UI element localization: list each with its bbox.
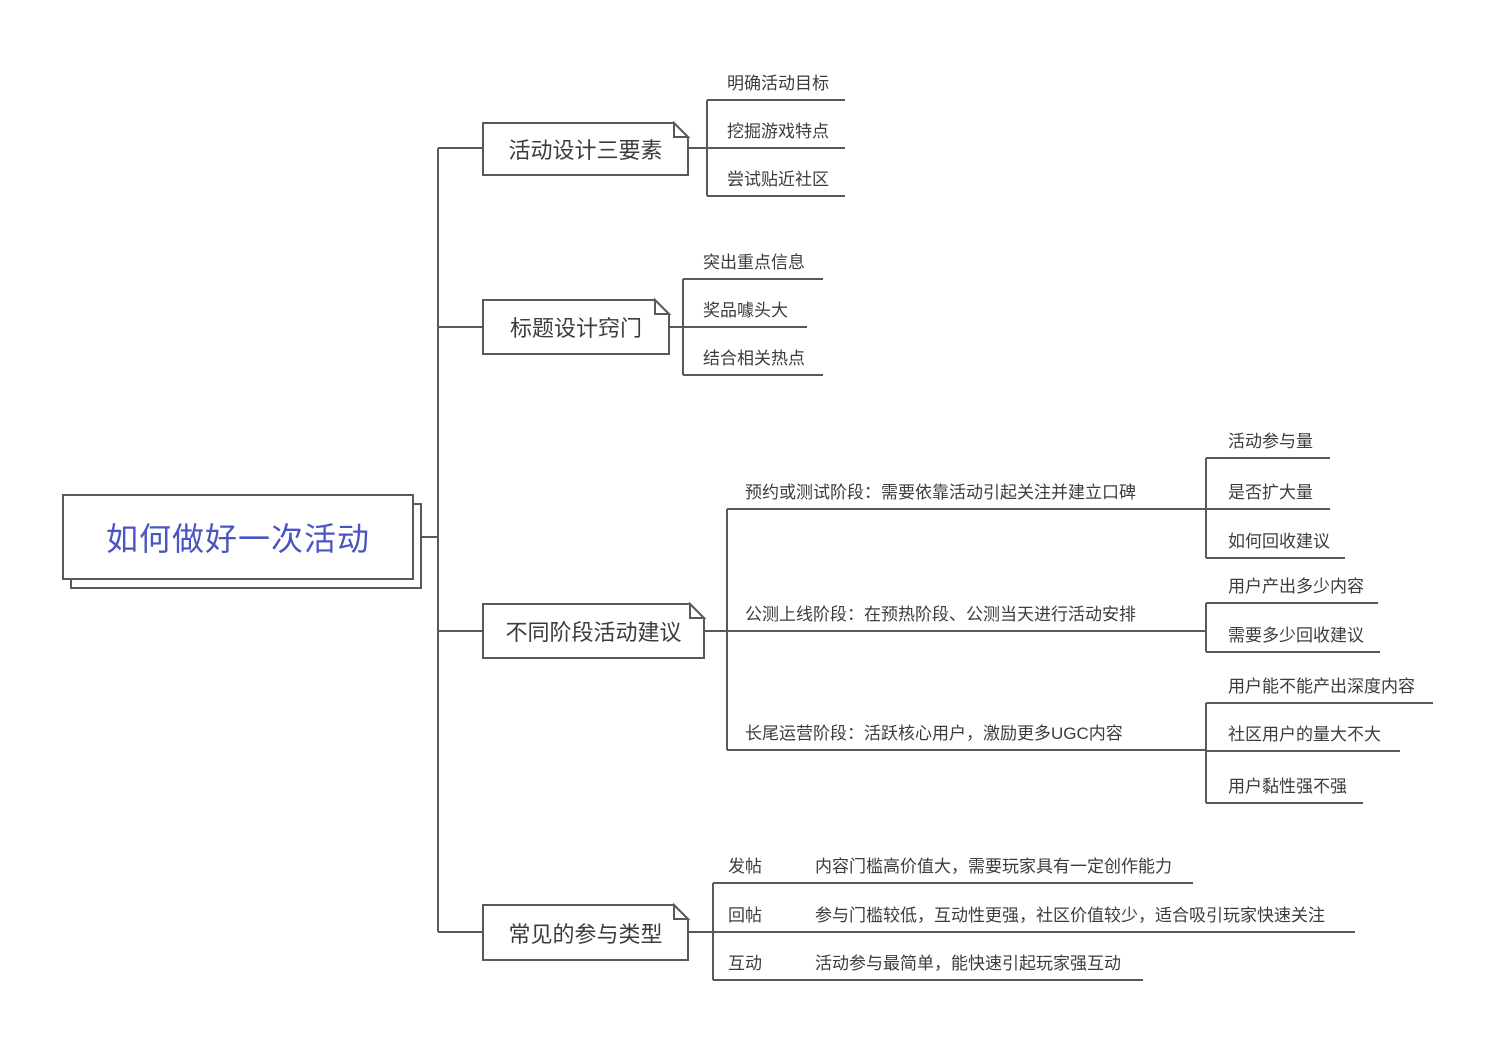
branch-topic-title-design[interactable]: 标题设计窍门 (509, 316, 642, 341)
leaf-topic[interactable]: 用户黏性强不强 (1228, 777, 1347, 796)
leaf-topic-label[interactable]: 互动 (728, 954, 762, 973)
leaf-topic-label[interactable]: 回帖 (728, 906, 762, 925)
leaf-topic-label[interactable]: 发帖 (728, 857, 762, 876)
leaf-topic[interactable]: 明确活动目标 (727, 74, 829, 93)
leaf-topic[interactable]: 社区用户的量大不大 (1228, 725, 1381, 744)
branch-topic-activity-design[interactable]: 活动设计三要素 (508, 138, 663, 163)
leaf-topic[interactable]: 结合相关热点 (703, 349, 805, 368)
folded-corner-icon (654, 297, 672, 315)
root-topic[interactable]: 如何做好一次活动 (105, 521, 370, 557)
branch-topic-stage-advice[interactable]: 不同阶段活动建议 (505, 620, 682, 645)
folded-corner-icon (673, 902, 691, 920)
leaf-topic[interactable]: 用户能不能产出深度内容 (1228, 677, 1415, 696)
subbranch-topic-reservation-stage[interactable]: 预约或测试阶段：需要依靠活动引起关注并建立口碑 (745, 483, 1136, 502)
leaf-topic[interactable]: 活动参与量 (1228, 432, 1313, 451)
root-box[interactable] (62, 494, 414, 580)
subbranch-topic-launch-stage[interactable]: 公测上线阶段：在预热阶段、公测当天进行活动安排 (745, 605, 1136, 624)
branch-box-4[interactable] (482, 904, 689, 961)
folded-corner-icon (689, 601, 707, 619)
folded-corner-icon (673, 120, 691, 138)
leaf-topic-description[interactable]: 内容门槛高价值大，需要玩家具有一定创作能力 (815, 857, 1172, 876)
subbranch-topic-longtail-stage[interactable]: 长尾运营阶段：活跃核心用户，激励更多UGC内容 (745, 724, 1123, 743)
leaf-topic[interactable]: 是否扩大量 (1228, 483, 1313, 502)
leaf-topic[interactable]: 用户产出多少内容 (1228, 577, 1364, 596)
branch-topic-participation-types[interactable]: 常见的参与类型 (508, 921, 663, 947)
leaf-topic[interactable]: 尝试贴近社区 (727, 170, 829, 189)
leaf-topic[interactable]: 挖掘游戏特点 (727, 122, 829, 141)
leaf-topic-description[interactable]: 活动参与最简单，能快速引起玩家强互动 (815, 954, 1121, 973)
topic-boxes (62, 120, 707, 961)
leaf-topic-description[interactable]: 参与门槛较低，互动性更强，社区价值较少，适合吸引玩家快速关注 (815, 906, 1325, 925)
branch-box-3[interactable] (482, 603, 705, 659)
leaf-topic[interactable]: 需要多少回收建议 (1228, 626, 1364, 645)
leaf-topic[interactable]: 突出重点信息 (703, 253, 805, 272)
connector-lines (421, 99, 1433, 981)
leaf-topic[interactable]: 如何回收建议 (1228, 532, 1330, 551)
leaf-topic[interactable]: 奖品噱头大 (703, 301, 788, 320)
branch-box-2[interactable] (482, 299, 670, 355)
branch-box-1[interactable] (482, 122, 689, 176)
